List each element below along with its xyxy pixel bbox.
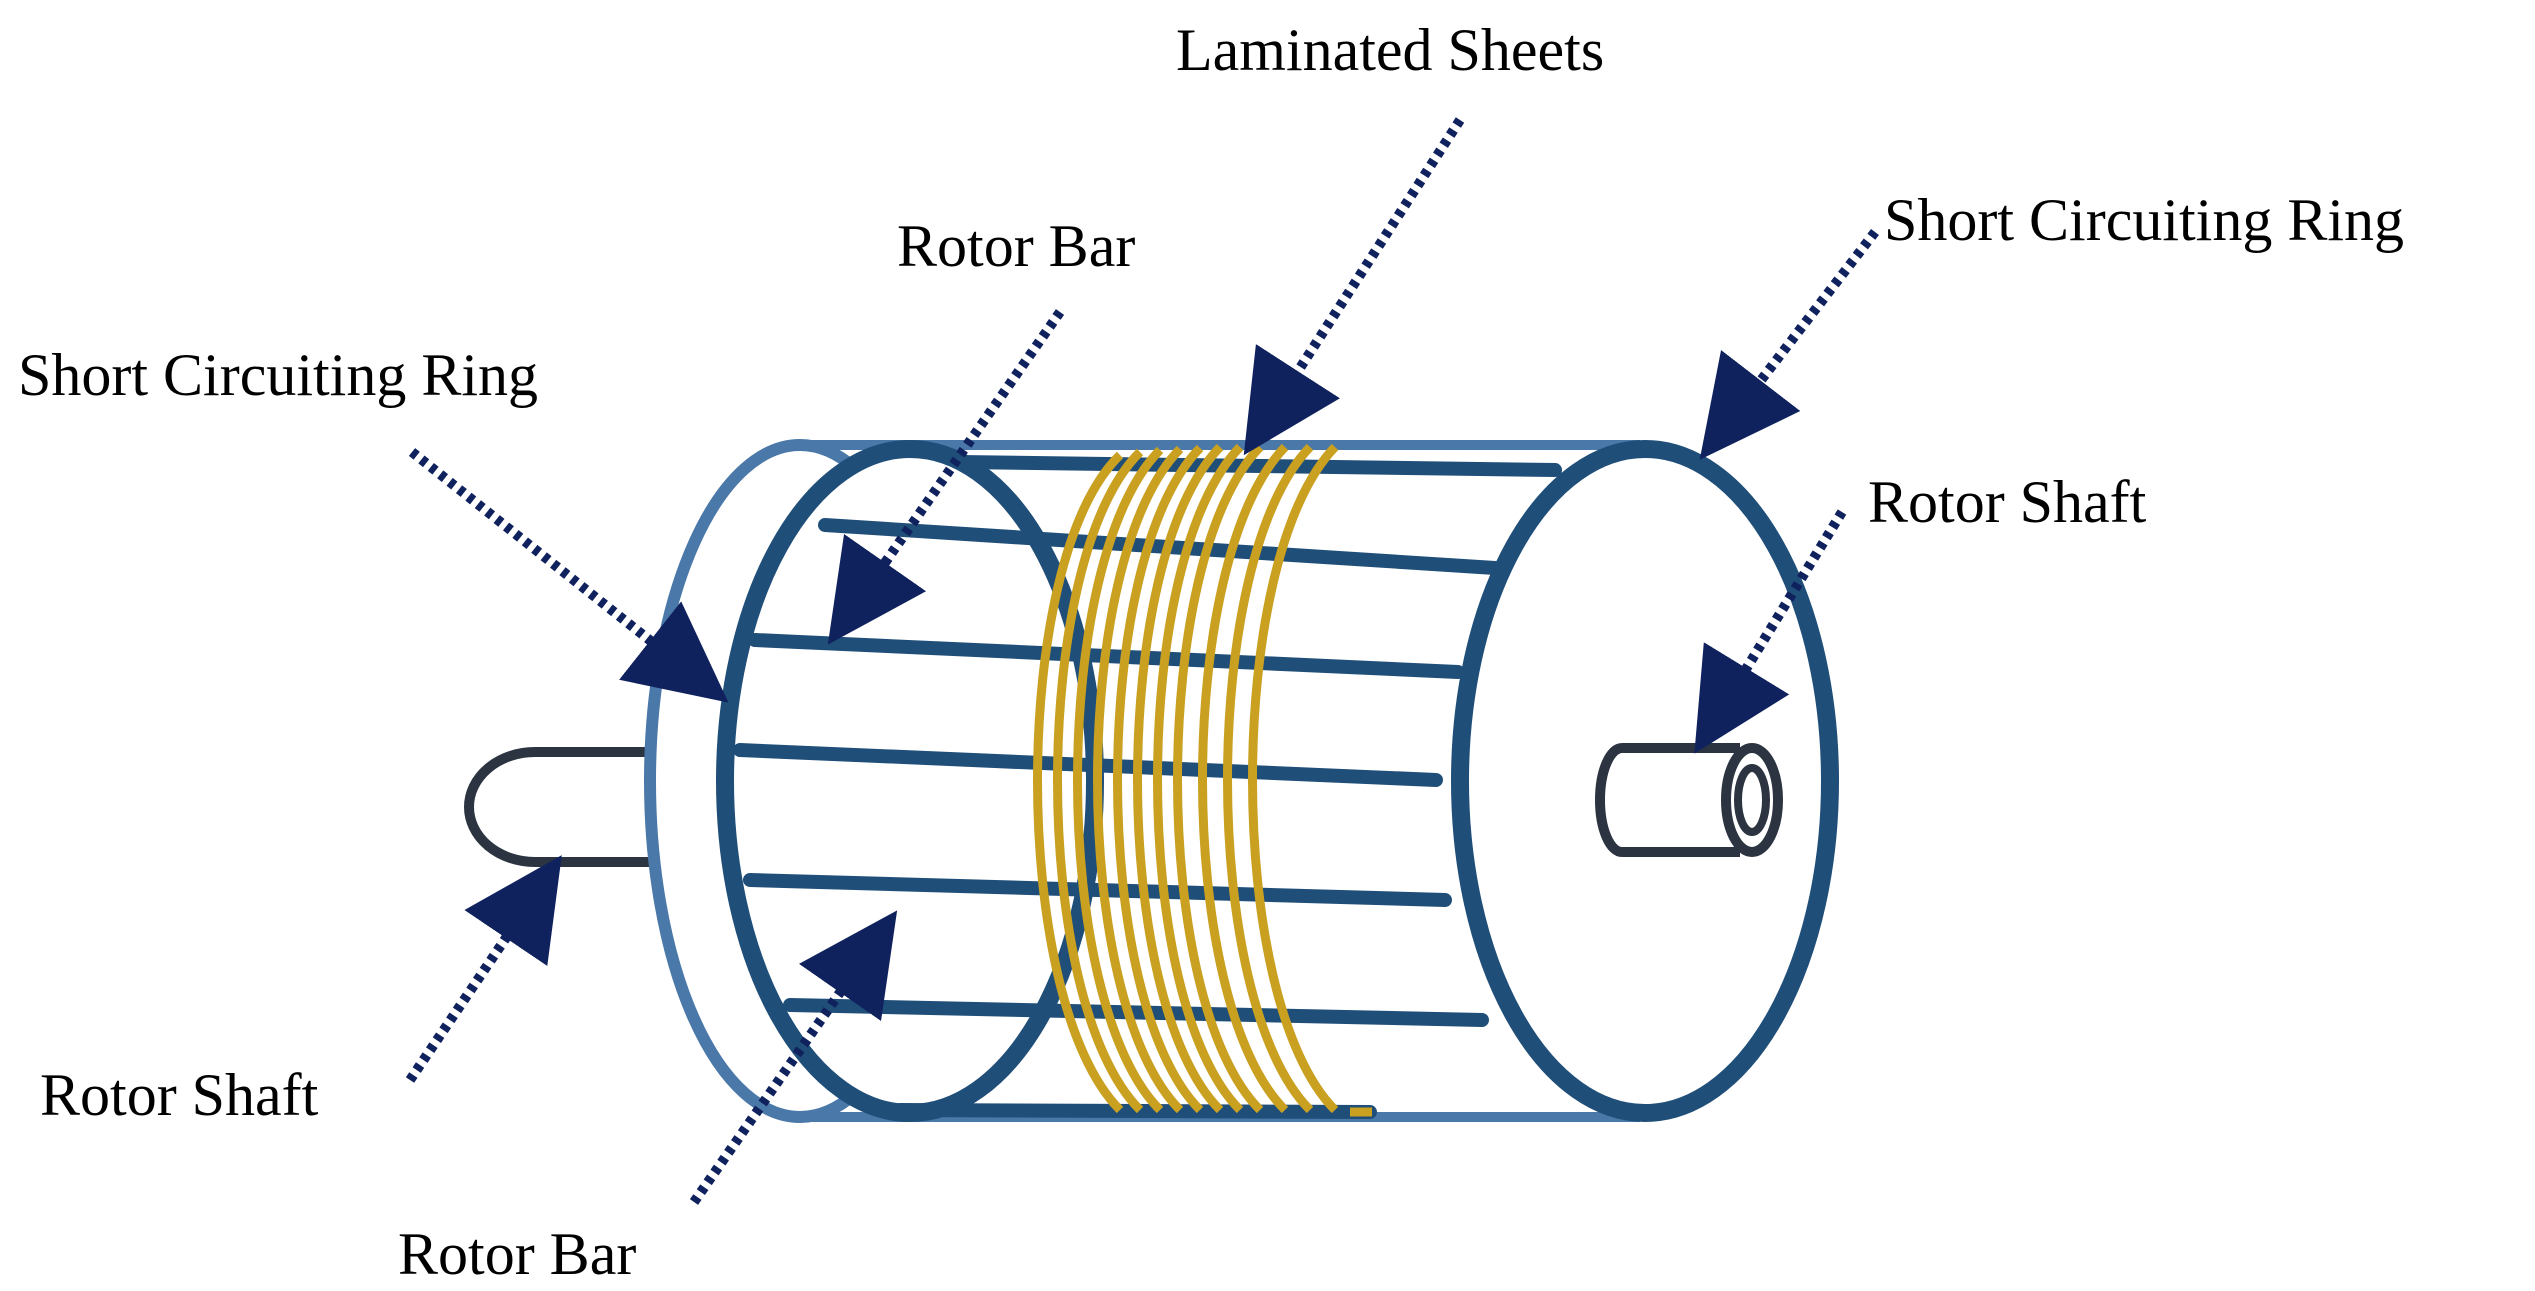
label-rotor-bar-top: Rotor Bar xyxy=(897,213,1136,279)
pointer-short-circuiting-ring-right xyxy=(1699,228,1879,460)
pointer-laminated-sheets xyxy=(1243,117,1465,456)
left-rotor-shaft xyxy=(464,747,655,867)
lamination xyxy=(1223,443,1314,1114)
lamination xyxy=(1133,443,1224,1114)
lamination xyxy=(1033,451,1124,1114)
rotor-bar xyxy=(783,998,1489,1027)
laminated-sheets xyxy=(1033,443,1372,1117)
label-laminated-sheets: Laminated Sheets xyxy=(1176,17,1605,83)
rotor-bar xyxy=(953,455,1562,477)
rotor-bar xyxy=(733,743,1443,787)
lamination xyxy=(1053,448,1144,1114)
label-short-circuiting-ring-left: Short Circuiting Ring xyxy=(18,342,539,408)
pointers xyxy=(405,117,1879,1205)
lamination xyxy=(1153,443,1244,1114)
lamination xyxy=(1198,443,1289,1114)
lamination xyxy=(1093,445,1184,1114)
label-rotor-shaft-left: Rotor Shaft xyxy=(40,1062,319,1128)
pointer-rotor-shaft-left xyxy=(405,855,562,1083)
label-short-circuiting-ring-right: Short Circuiting Ring xyxy=(1884,187,2405,253)
rotor-bar xyxy=(743,873,1452,907)
pointer-rotor-bar-top xyxy=(827,309,1065,645)
lamination xyxy=(1248,443,1339,1114)
lamination xyxy=(1173,443,1264,1114)
pointer-short-circuiting-ring-left xyxy=(408,448,729,703)
right-rotor-shaft xyxy=(1595,743,1783,857)
lamination xyxy=(1073,446,1164,1114)
label-rotor-bar-bottom: Rotor Bar xyxy=(398,1221,637,1287)
rotor-bar xyxy=(818,518,1502,575)
lamination xyxy=(1113,444,1204,1114)
label-rotor-shaft-right: Rotor Shaft xyxy=(1868,469,2147,535)
